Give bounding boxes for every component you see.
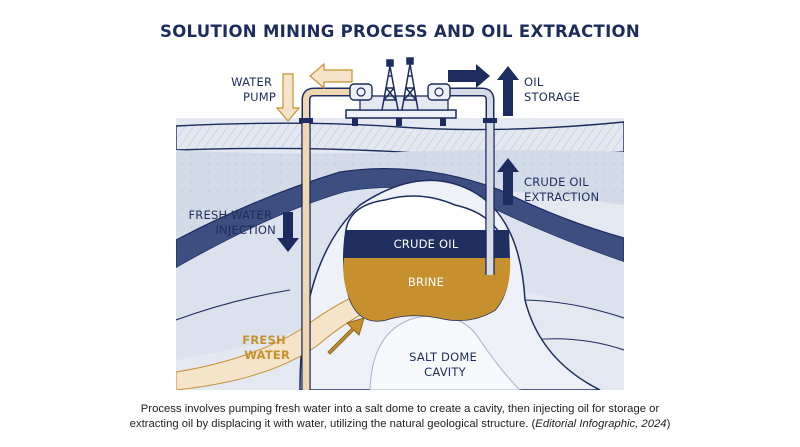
arrow-right-icon — [448, 64, 490, 88]
caption: Process involves pumping fresh water int… — [120, 402, 680, 432]
caption-line-1: Process involves pumping fresh water int… — [140, 403, 660, 415]
label-crude-oil-extraction: CRUDE OIL EXTRACTION — [524, 175, 599, 204]
surface-layer — [176, 121, 624, 156]
caption-line-2: extracting oil by displacing it with wat… — [129, 418, 536, 430]
arrow-left-icon — [309, 62, 353, 90]
arrow-up-icon — [497, 66, 519, 205]
label-brine: BRINE — [408, 275, 444, 289]
pump-icon — [349, 83, 451, 101]
oil-derrick-icon — [381, 57, 419, 111]
extraction-pipe — [440, 87, 497, 275]
injection-pipe — [299, 87, 355, 390]
label-oil-storage: OIL STORAGE — [524, 75, 580, 104]
caption-close: ) — [666, 418, 671, 430]
caption-source: Editorial Infographic, 2024 — [535, 418, 667, 430]
injection-arrow-icon — [277, 212, 299, 252]
arrow-down-icon — [275, 73, 301, 122]
label-fresh-water: FRESH WATER — [242, 333, 290, 362]
diagonal-arrow-icon — [327, 317, 365, 355]
diagram-title: SOLUTION MINING PROCESS AND OIL EXTRACTI… — [160, 22, 640, 41]
label-salt-dome-cavity: SALT DOME CAVITY — [409, 350, 481, 379]
cross-section — [176, 118, 624, 390]
label-water-pump: WATER PUMP — [231, 75, 276, 104]
brine-layer — [343, 258, 511, 321]
label-crude-oil: CRUDE OIL — [394, 237, 459, 251]
label-fresh-water-injection: FRESH WATER INJECTION — [188, 208, 276, 237]
crude-oil-layer — [344, 230, 510, 258]
